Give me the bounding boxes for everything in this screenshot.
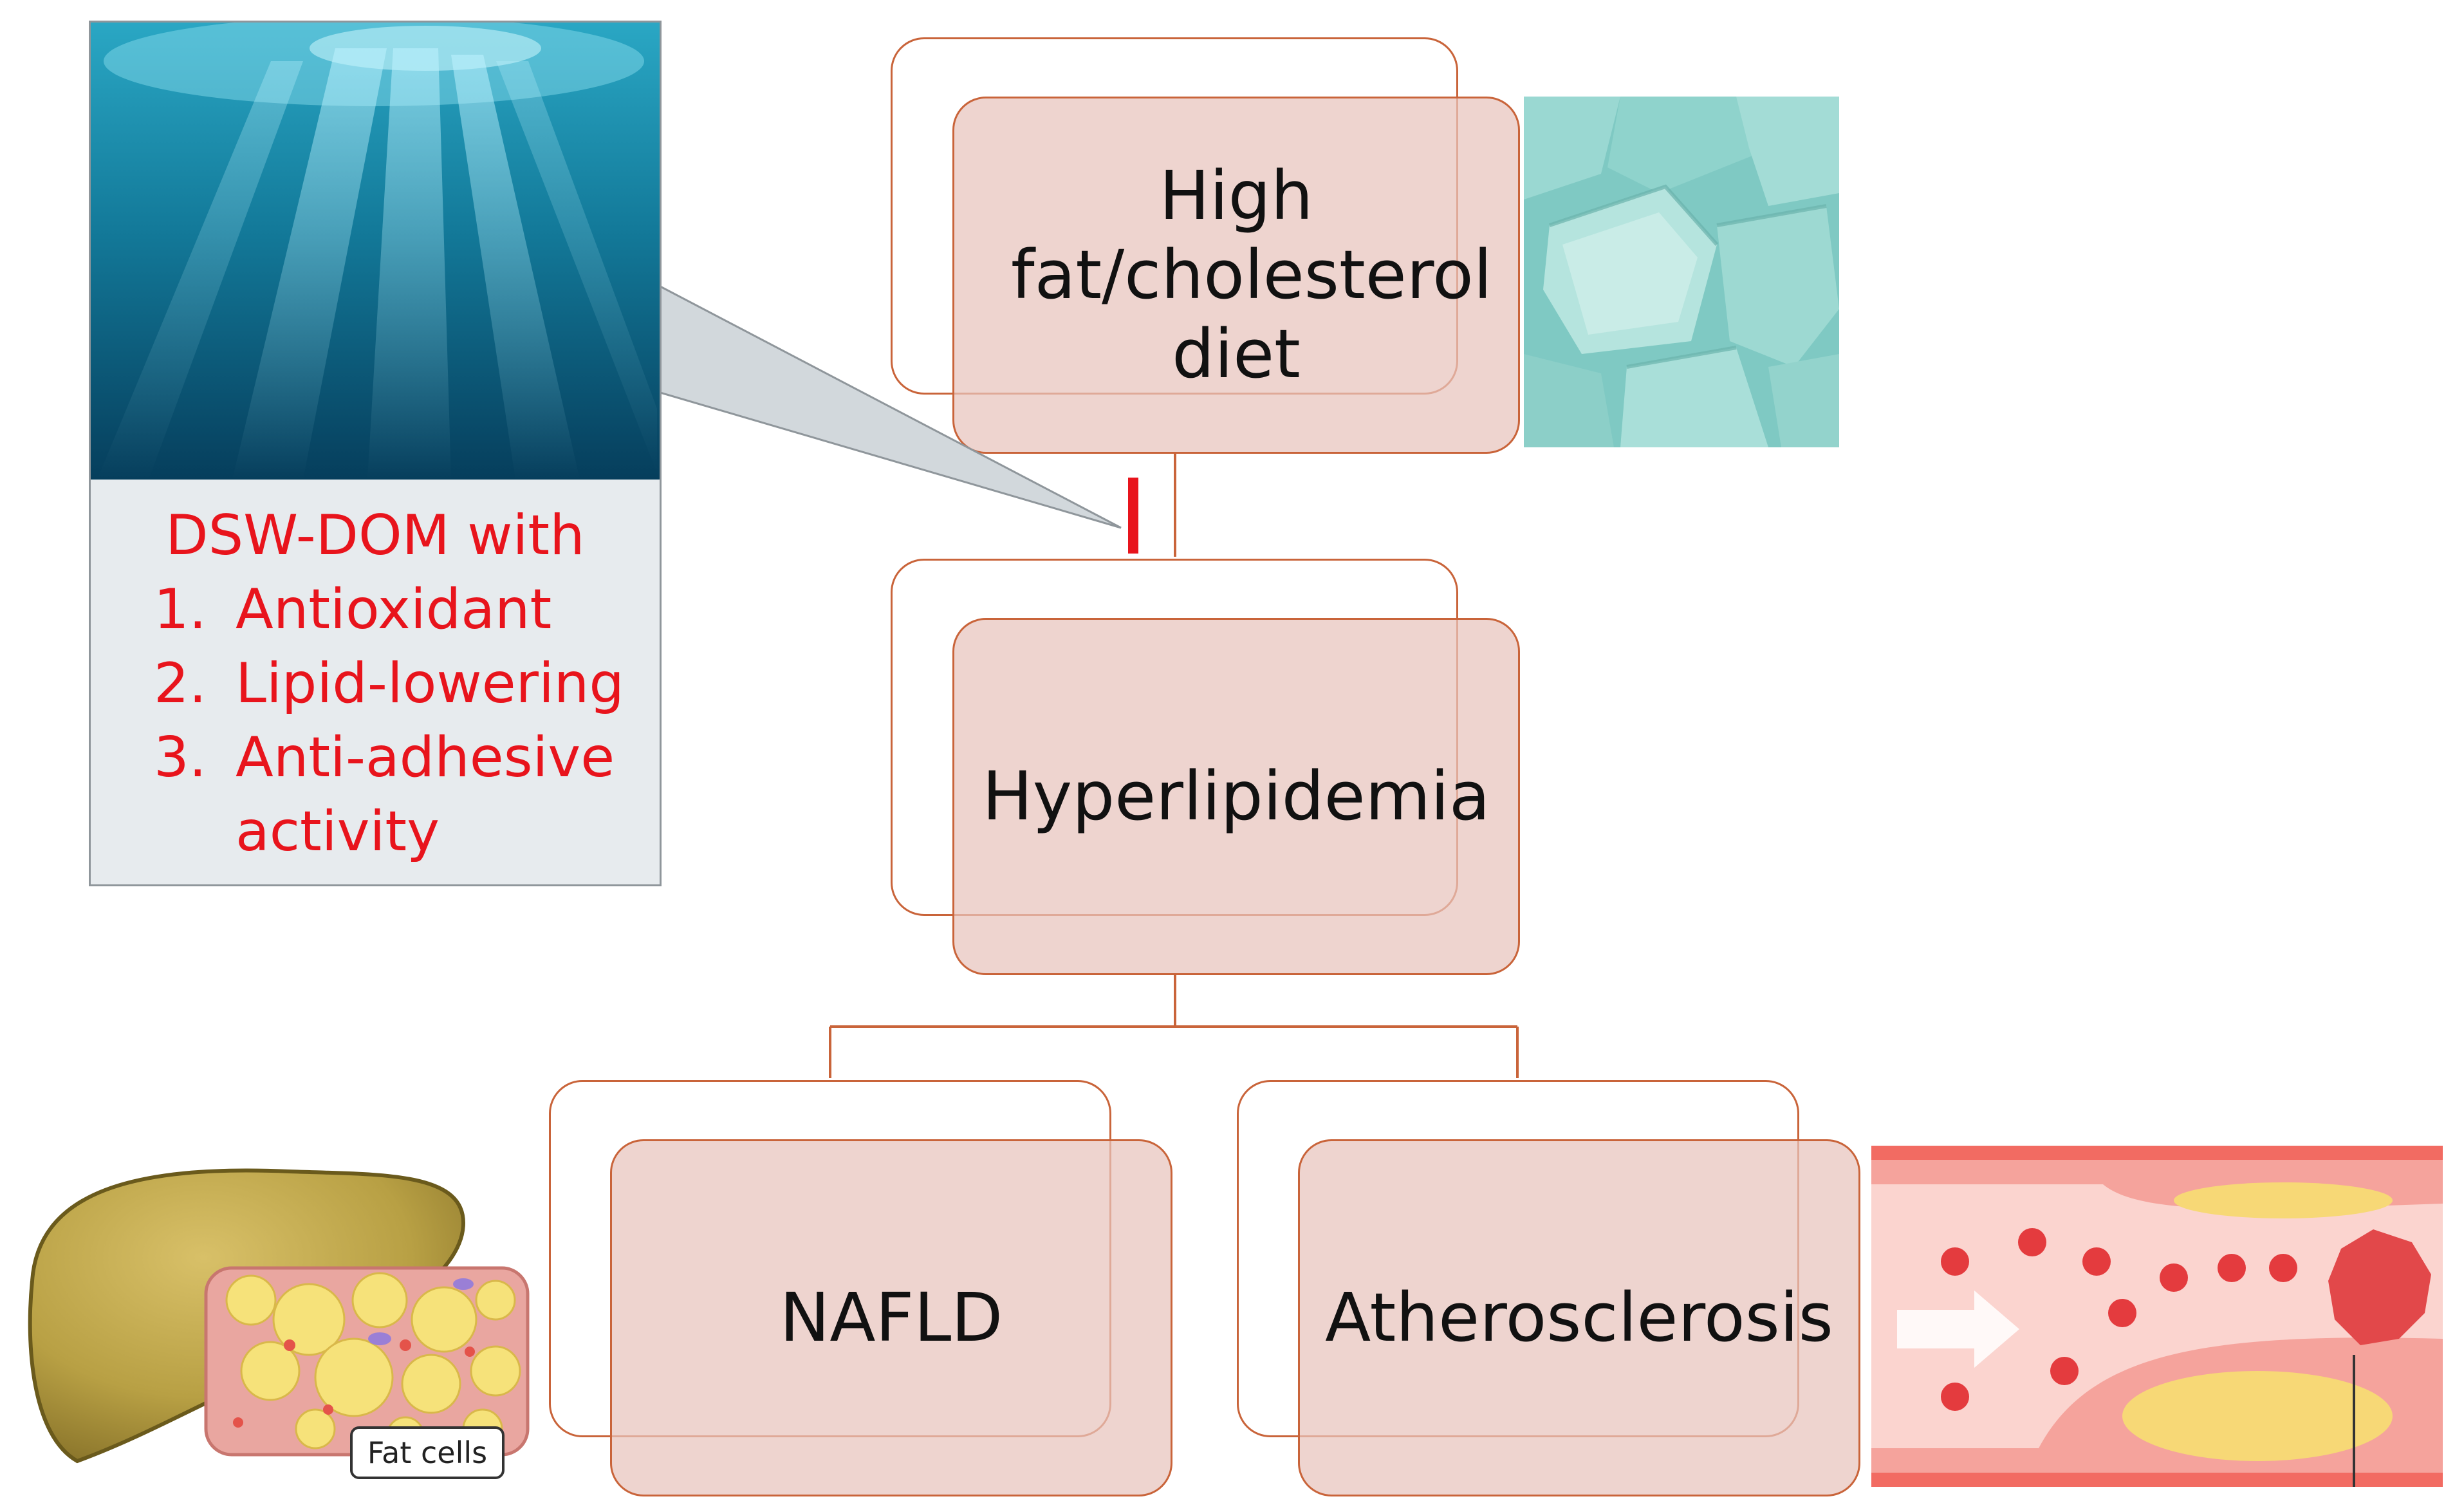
- dsw-dom-callout: DSW-DOM with 1. Antioxidant 2. Lipid-low…: [89, 21, 662, 886]
- callout-title: DSW-DOM with: [165, 503, 585, 568]
- callout-item-text: Lipid-lowering: [236, 651, 625, 716]
- callout-list: 1. Antioxidant 2. Lipid-lowering 3. Anti…: [91, 573, 660, 869]
- nafld-box-label: NAFLD: [779, 1278, 1003, 1357]
- callout-item: 1. Antioxidant: [91, 573, 660, 647]
- fat-cells-label: Fat cells: [350, 1426, 505, 1479]
- liver-fat-cells-image: [28, 1168, 530, 1464]
- nafld-box: NAFLD: [610, 1139, 1172, 1496]
- atherosclerosis-box-label: Atherosclerosis: [1325, 1278, 1833, 1357]
- inhibitor-bar: [1128, 478, 1138, 554]
- callout-item-text: Anti-adhesive activity: [236, 725, 615, 864]
- artery-plaque-image: [1871, 1146, 2443, 1487]
- high-fat-diet-pellets-image: [1524, 97, 1839, 447]
- callout-text: DSW-DOM with 1. Antioxidant 2. Lipid-low…: [91, 499, 660, 869]
- hyperlipidemia-box: Hyperlipidemia: [952, 618, 1520, 975]
- atherosclerosis-box: Atherosclerosis: [1298, 1139, 1860, 1496]
- callout-item-number: 2.: [153, 651, 207, 716]
- hyperlipidemia-box-label: Hyperlipidemia: [982, 757, 1490, 836]
- callout-item-text: Antioxidant: [236, 577, 552, 642]
- diet-box-label: High fat/cholesterol diet: [1011, 156, 1492, 393]
- callout-item: 2. Lipid-lowering: [91, 647, 660, 721]
- callout-item-number: 1.: [153, 577, 207, 642]
- callout-item-number: 3.: [153, 725, 207, 790]
- deep-sea-water-image: [91, 23, 660, 480]
- diet-box: High fat/cholesterol diet: [952, 97, 1520, 454]
- callout-item: 3. Anti-adhesive activity: [91, 721, 660, 869]
